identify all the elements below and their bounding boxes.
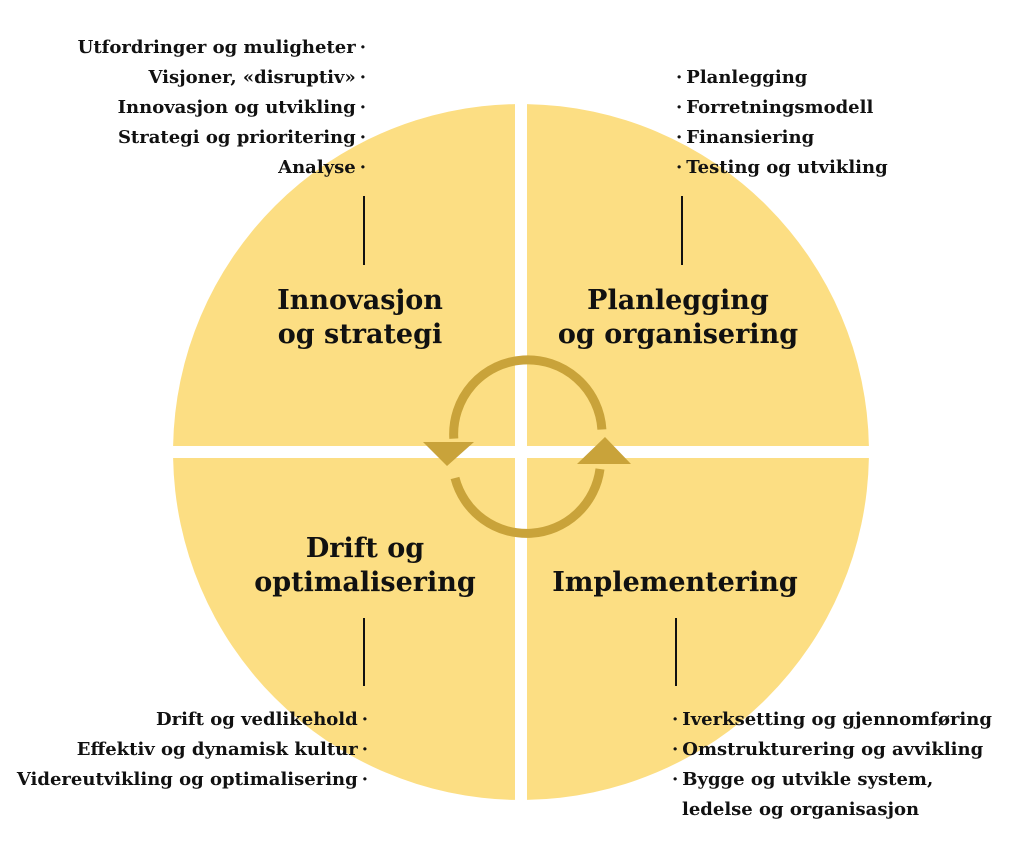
list-item: ·Forretningsmodell xyxy=(672,93,888,123)
bullet-icon: · xyxy=(359,127,366,148)
bullet-icon: · xyxy=(676,157,683,178)
title-implementering: Implementering xyxy=(540,566,810,600)
bullet-icon: · xyxy=(672,709,679,730)
cycle-arrows-icon xyxy=(423,355,631,538)
title-planlegging-line-1: Planlegging xyxy=(587,285,769,316)
cycle-arc-top xyxy=(449,355,607,439)
bullet-icon: · xyxy=(359,97,366,118)
title-innovasjon-line-2: og strategi xyxy=(277,319,443,350)
list-item: Strategi og prioritering· xyxy=(78,123,370,153)
bullet-icon: · xyxy=(359,157,366,178)
list-drift: Drift og vedlikehold· Effektiv og dynami… xyxy=(17,705,372,795)
title-implementering-line-1: Implementering xyxy=(552,567,798,598)
list-item-continuation: ledelse og organisasjon xyxy=(682,799,920,820)
quadrant-innovasjon xyxy=(173,104,521,452)
list-innovasjon: Utfordringer og muligheter· Visjoner, «d… xyxy=(78,33,370,183)
list-item: Utfordringer og muligheter· xyxy=(78,33,370,63)
list-item: Effektiv og dynamisk kultur· xyxy=(17,735,372,765)
cycle-arrowhead-right xyxy=(577,437,631,464)
quadrant-implementering xyxy=(521,452,869,800)
title-innovasjon: Innovasjon og strategi xyxy=(250,284,470,352)
title-drift-line-1: Drift og xyxy=(305,533,425,564)
title-drift-line-2: optimalisering xyxy=(254,567,476,598)
bullet-icon: · xyxy=(361,769,368,790)
bullet-icon: · xyxy=(676,127,683,148)
list-planlegging: ·Planlegging ·Forretningsmodell ·Finansi… xyxy=(672,63,888,183)
bullet-icon: · xyxy=(359,67,366,88)
list-item: Innovasjon og utvikling· xyxy=(78,93,370,123)
bullet-icon: · xyxy=(359,37,366,58)
title-planlegging: Planlegging og organisering xyxy=(548,284,808,352)
bullet-icon: · xyxy=(361,739,368,760)
title-drift: Drift og optimalisering xyxy=(235,532,495,600)
cycle-arrowhead-left xyxy=(423,442,474,466)
bullet-icon: · xyxy=(672,769,679,790)
list-item: Videreutvikling og optimalisering· xyxy=(17,765,372,795)
list-item: Visjoner, «disruptiv»· xyxy=(78,63,370,93)
list-item: ·Finansiering xyxy=(672,123,888,153)
separator-horizontal xyxy=(160,446,884,458)
list-implementering: ·Iverksetting og gjennomføring ·Omstrukt… xyxy=(668,705,992,825)
bullet-icon: · xyxy=(676,97,683,118)
cycle-arc-bottom xyxy=(450,468,605,538)
list-item: Analyse· xyxy=(78,153,370,183)
list-item: ·Iverksetting og gjennomføring xyxy=(668,705,992,735)
quadrant-planlegging xyxy=(521,104,869,452)
bullet-icon: · xyxy=(676,67,683,88)
title-innovasjon-line-1: Innovasjon xyxy=(277,285,443,316)
title-planlegging-line-2: og organisering xyxy=(557,319,799,350)
quadrant-drift xyxy=(173,452,521,800)
bullet-icon: · xyxy=(361,709,368,730)
list-item: Drift og vedlikehold· xyxy=(17,705,372,735)
list-item: ·Testing og utvikling xyxy=(672,153,888,183)
list-item: ·Bygge og utvikle system, xyxy=(668,765,992,795)
list-item: ·Omstrukturering og avvikling xyxy=(668,735,992,765)
list-item: ·Planlegging xyxy=(672,63,888,93)
bullet-icon: · xyxy=(672,739,679,760)
